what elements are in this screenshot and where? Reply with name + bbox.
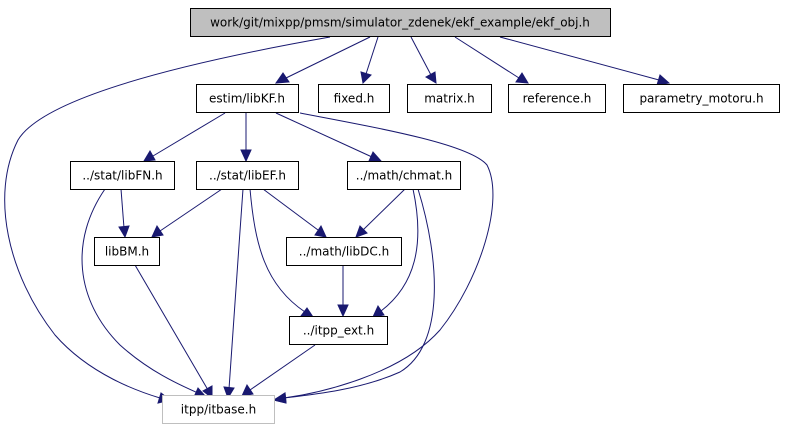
edge-libfn-to-itbase <box>81 188 199 394</box>
node-label: ../itpp_ext.h <box>303 324 374 338</box>
node-label: reference.h <box>523 92 592 106</box>
graph-nodes: work/git/mixpp/pmsm/simulator_zdenek/ekf… <box>70 8 780 424</box>
edge-chmat-to-itbase <box>283 188 435 399</box>
edge-ekf-obj-to-fixed <box>365 36 379 75</box>
edge-libkf-to-itbase <box>283 112 494 399</box>
edge-libef-to-itpp-ext <box>249 188 306 313</box>
node-label: ../math/libDC.h <box>299 245 389 259</box>
edge-libef-to-itbase <box>228 188 244 390</box>
edge-itpp-ext-to-itbase <box>249 344 316 391</box>
node-label: ../stat/libFN.h <box>82 169 162 183</box>
node-label: ../math/chmat.h <box>356 169 452 183</box>
node-label: libBM.h <box>105 245 149 259</box>
node-label: work/git/mixpp/pmsm/simulator_zdenek/ekf… <box>210 16 590 30</box>
node-ekf-obj[interactable]: work/git/mixpp/pmsm/simulator_zdenek/ekf… <box>190 8 611 37</box>
node-label: fixed.h <box>334 92 375 106</box>
arrowhead <box>241 383 254 397</box>
node-label: ../stat/libEF.h <box>209 169 286 183</box>
node-fixed[interactable]: fixed.h <box>318 84 390 113</box>
arrowhead <box>337 304 349 318</box>
arrowhead <box>300 307 314 318</box>
edge-libkf-to-libfn <box>152 112 226 157</box>
node-matrix[interactable]: matrix.h <box>407 84 492 113</box>
node-reference[interactable]: reference.h <box>508 84 606 113</box>
edge-ekf-obj-to-reference <box>454 36 520 79</box>
node-chmat[interactable]: ../math/chmat.h <box>347 161 461 190</box>
node-libfn[interactable]: ../stat/libFN.h <box>70 161 175 190</box>
arrowhead <box>151 224 164 238</box>
arrowhead <box>274 72 290 84</box>
edge-chmat-to-itpp-ext <box>380 188 419 312</box>
edge-libfn-to-libbm <box>120 188 125 229</box>
arrowhead <box>425 71 437 84</box>
edge-libkf-to-chmat <box>275 112 373 158</box>
edge-chmat-to-libdc <box>362 188 406 231</box>
node-itpp-ext[interactable]: ../itpp_ext.h <box>289 316 388 345</box>
arrowhead <box>143 150 156 162</box>
arrowhead <box>272 392 287 404</box>
node-label: itpp/itbase.h <box>181 403 256 417</box>
arrowhead <box>314 224 327 238</box>
arrowhead <box>118 225 130 239</box>
arrowhead <box>240 149 252 163</box>
arrowhead <box>372 304 385 318</box>
arrowhead <box>223 386 235 400</box>
arrowhead <box>368 151 383 162</box>
node-libkf[interactable]: estim/libKF.h <box>196 84 299 113</box>
node-label: matrix.h <box>424 92 475 106</box>
edge-libef-to-libdc <box>262 188 319 231</box>
arrowhead <box>355 225 368 238</box>
edge-ekf-obj-to-libkf <box>285 36 371 79</box>
node-libdc[interactable]: ../math/libDC.h <box>286 237 402 266</box>
node-parametry-motoru[interactable]: parametry_motoru.h <box>623 84 780 113</box>
edge-ekf-obj-to-matrix <box>410 36 432 76</box>
arrowhead <box>360 71 372 85</box>
node-libef[interactable]: ../stat/libEF.h <box>196 161 299 190</box>
node-label: estim/libKF.h <box>209 92 285 106</box>
edge-ekf-obj-to-motoru <box>499 36 660 81</box>
edge-libef-to-libbm <box>159 188 223 232</box>
node-libbm[interactable]: libBM.h <box>94 237 160 266</box>
arrowhead <box>656 74 671 86</box>
edge-libbm-to-itbase <box>134 264 209 391</box>
graph-edges <box>4 36 671 404</box>
arrowhead <box>515 72 529 84</box>
edge-ekf-obj-to-itbase <box>4 36 331 399</box>
node-itbase[interactable]: itpp/itbase.h <box>162 395 275 424</box>
node-label: parametry_motoru.h <box>639 92 763 106</box>
